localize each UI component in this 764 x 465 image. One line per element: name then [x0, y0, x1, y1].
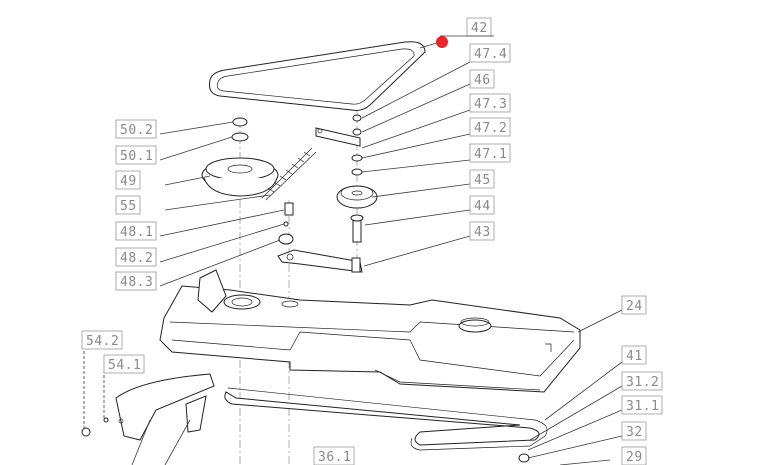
arm-small-part [315, 127, 361, 147]
belt-long-part [224, 387, 548, 451]
svg-text:48.1: 48.1 [120, 225, 153, 240]
label-47-3: 47.3 [469, 93, 511, 113]
svg-text:50.1: 50.1 [120, 149, 153, 164]
svg-text:47.2: 47.2 [474, 121, 507, 136]
svg-text:32: 32 [626, 425, 643, 440]
label-47-1: 47.1 [469, 143, 511, 163]
red-marker-dot [436, 36, 448, 48]
svg-text:47.3: 47.3 [474, 97, 507, 112]
label-31-2: 31.2 [621, 371, 663, 391]
tension-arm-part [277, 249, 363, 273]
svg-text:48.3: 48.3 [120, 275, 153, 290]
svg-text:31.1: 31.1 [626, 399, 659, 414]
label-29: 29 [621, 446, 647, 465]
label-54-2: 54.2 [81, 330, 123, 350]
nut-washer-stack-left [231, 117, 249, 142]
label-47-4: 47.4 [469, 43, 511, 63]
bolt-washer-stack-48 [278, 202, 294, 245]
housing-cover-part [159, 269, 581, 393]
svg-text:47.1: 47.1 [474, 147, 507, 162]
pulley-large-part [201, 157, 279, 197]
svg-text:54.2: 54.2 [86, 334, 119, 349]
label-32: 32 [621, 421, 647, 441]
label-44: 44 [469, 195, 495, 215]
label-48-3: 48.3 [115, 271, 157, 291]
svg-text:54.1: 54.1 [108, 358, 141, 373]
label-42: 42 [440, 17, 494, 37]
svg-text:24: 24 [626, 299, 643, 314]
label-48-1: 48.1 [115, 221, 157, 241]
label-50-1: 50.1 [115, 145, 157, 165]
svg-text:50.2: 50.2 [120, 123, 153, 138]
svg-text:42: 42 [471, 21, 488, 36]
label-48-2: 48.2 [115, 247, 157, 267]
spring-part [261, 147, 317, 201]
label-49: 49 [115, 170, 141, 190]
label-46: 46 [469, 69, 495, 89]
svg-text:44: 44 [474, 199, 491, 214]
label-36-1: 36.1 [313, 446, 355, 465]
belt-guard-part [81, 373, 215, 441]
svg-text:47.4: 47.4 [474, 47, 507, 62]
nut-bottom-part [518, 453, 530, 463]
leader-lines [83, 41, 623, 465]
label-47-2: 47.2 [469, 117, 511, 137]
belt-triangle-part [209, 41, 426, 111]
bolt-part [350, 214, 364, 243]
svg-text:43: 43 [474, 225, 491, 240]
label-31-1: 31.1 [621, 395, 663, 415]
label-24: 24 [621, 295, 647, 315]
label-54-1: 54.1 [103, 354, 145, 374]
label-50-2: 50.2 [115, 119, 157, 139]
pulley-small-part [336, 185, 378, 209]
label-45: 45 [469, 169, 495, 189]
svg-text:29: 29 [626, 450, 643, 465]
label-55: 55 [115, 195, 141, 215]
svg-text:31.2: 31.2 [626, 375, 659, 390]
svg-text:41: 41 [626, 349, 643, 364]
svg-text:48.2: 48.2 [120, 251, 153, 266]
svg-text:55: 55 [120, 199, 137, 214]
label-43: 43 [469, 221, 495, 241]
svg-text:49: 49 [120, 174, 137, 189]
nut-stack-right [351, 114, 363, 176]
svg-text:46: 46 [474, 73, 491, 88]
svg-text:45: 45 [474, 173, 491, 188]
svg-text:36.1: 36.1 [318, 450, 351, 465]
label-41: 41 [621, 345, 647, 365]
